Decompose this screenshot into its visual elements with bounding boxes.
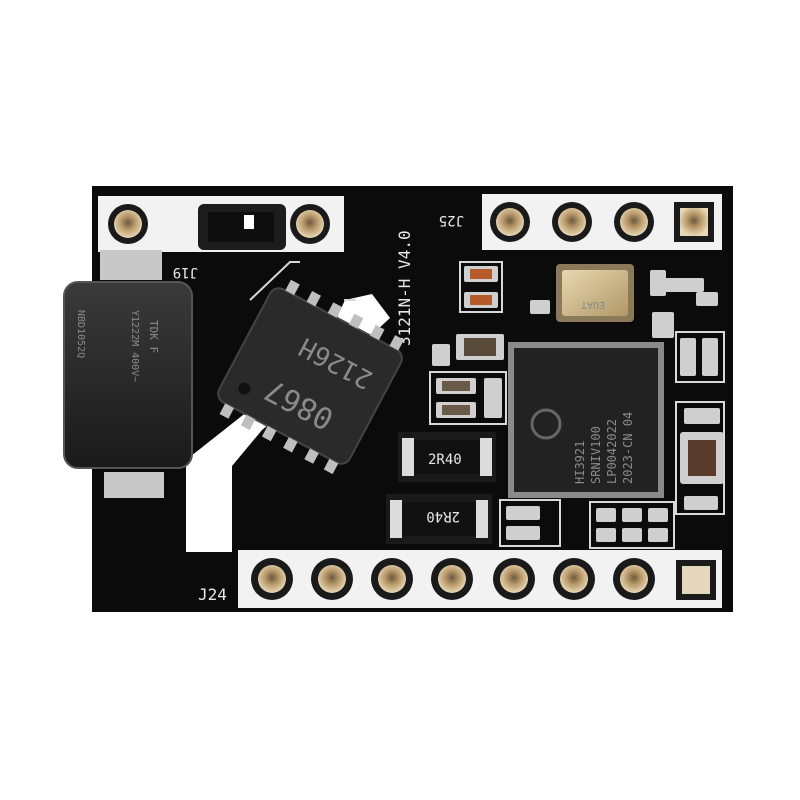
crystal: EUAT	[556, 264, 634, 322]
transformer: 2126H 0867	[217, 279, 404, 475]
silk-outlines	[249, 261, 725, 549]
shunt-resistor-1: 2R40	[398, 432, 496, 482]
main-ic: HI3921 SRNIV100 LP0042022 2023-CN 04	[508, 342, 664, 498]
capacitor-text-1: TDK F	[147, 320, 160, 353]
chip-text-4: 2023-CN 04	[621, 412, 635, 484]
resistor-2-text: 2R40	[426, 508, 460, 524]
crystal-text: EUAT	[581, 299, 605, 310]
board-version-label: 3121N-H V4.0	[395, 230, 414, 346]
j24-header	[251, 558, 716, 600]
chip-text-2: SRNIV100	[589, 426, 603, 484]
shunt-resistor-2: 2R40	[386, 494, 492, 544]
chip-text-1: HI3921	[573, 441, 587, 484]
capacitor-text-2: Y1222M 400V~	[129, 310, 140, 382]
capacitor-text-3: NBD1052Q	[75, 310, 86, 358]
pad	[296, 210, 324, 238]
chip-text-3: LP0042022	[605, 419, 619, 484]
resistor-1-text: 2R40	[428, 452, 462, 468]
j24-label: J24	[198, 585, 227, 604]
jumper-pad-inner	[208, 212, 274, 242]
pad	[114, 210, 142, 238]
jumper-marker	[244, 215, 254, 229]
j19-label: J19	[173, 264, 198, 280]
j25-header	[490, 202, 714, 242]
smd-components	[432, 266, 724, 542]
x-capacitor: TDK F Y1222M 400V~ NBD1052Q	[63, 250, 193, 498]
j25-label: J25	[439, 212, 464, 228]
